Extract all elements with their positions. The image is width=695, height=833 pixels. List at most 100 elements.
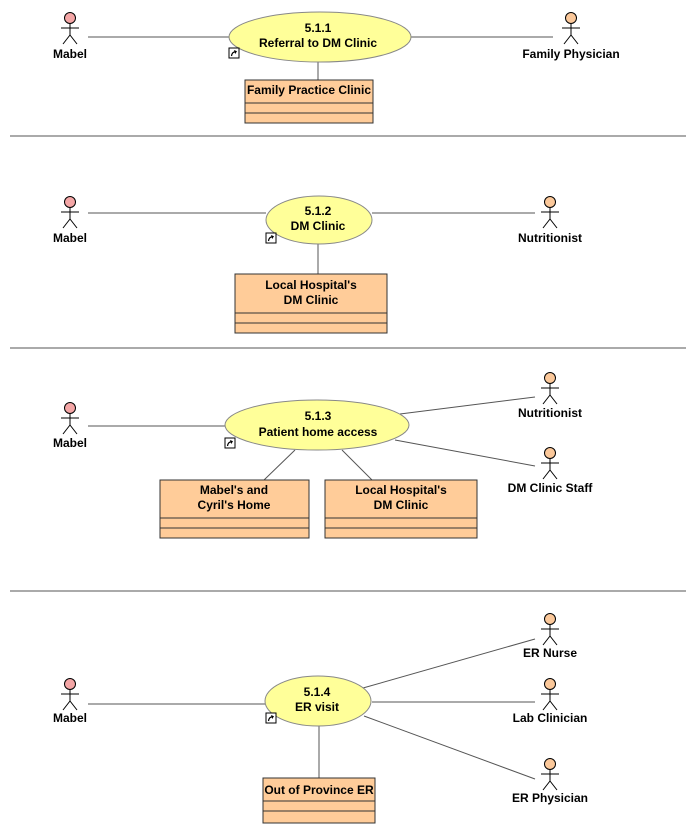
node-family-practice-clinic[interactable]: Family Practice Clinic [244, 79, 374, 124]
node-label: DM Clinic [284, 293, 339, 307]
actor-leg [62, 218, 71, 229]
stick-figure-icon [61, 12, 79, 45]
node-label: DM Clinic [374, 498, 429, 512]
actor-er-physician[interactable]: ER Physician [512, 758, 588, 806]
use-case-id: 5.1.2 [305, 204, 332, 218]
actor-leg [549, 218, 558, 229]
actor-head [64, 402, 76, 414]
stick-figure-icon [541, 372, 559, 405]
node-local-hospital-dm-clinic[interactable]: Local Hospital's DM Clinic [234, 273, 388, 334]
use-case-name: Patient home access [259, 425, 378, 439]
node-label: Out of Province ER [264, 783, 374, 797]
actor-head [544, 678, 556, 690]
actor-dm-clinic-staff[interactable]: DM Clinic Staff [508, 447, 594, 496]
node-label: Mabel's and [200, 483, 268, 497]
actor-family-physician[interactable]: Family Physician [522, 12, 620, 62]
actor-label: Mabel [53, 711, 87, 725]
use-case-ellipse [224, 399, 410, 451]
actor-mabel[interactable]: Mabel [53, 402, 87, 451]
actor-leg [542, 218, 551, 229]
link-arrow-icon[interactable] [265, 232, 277, 244]
association-line [399, 396, 536, 415]
link-arrow-icon[interactable] [224, 437, 236, 449]
link-icon-frame [265, 712, 277, 724]
use-case-referral-to-dm-clinic[interactable]: 5.1.1 Referral to DM Clinic [228, 11, 412, 63]
link-arrow-icon[interactable] [265, 712, 277, 724]
association-line [363, 715, 536, 780]
link-icon-arrowhead [271, 235, 274, 239]
actor-label: Nutritionist [518, 406, 582, 420]
use-case-ellipse [228, 11, 412, 63]
actor-nutritionist[interactable]: Nutritionist [518, 372, 582, 421]
stick-figure-icon [562, 12, 580, 45]
link-icon-arrowhead [234, 50, 237, 54]
actor-leg [69, 218, 78, 229]
actor-leg [549, 394, 558, 405]
actor-lab-clinician[interactable]: Lab Clinician [513, 678, 588, 726]
actor-head [544, 758, 556, 770]
diagram-5-1-2: Mabel Nutritionist 5.1.2 DM Clinic Local… [53, 195, 582, 334]
link-arrow-icon[interactable] [228, 47, 240, 59]
actor-mabel[interactable]: Mabel [53, 12, 87, 62]
diagram-5-1-3: Mabel Nutritionist DM Clinic Staff 5.1.3… [53, 372, 594, 539]
link-icon-frame [224, 437, 236, 449]
use-case-patient-home-access[interactable]: 5.1.3 Patient home access [224, 399, 410, 451]
link-icon-arrowhead [230, 440, 233, 444]
actor-head [544, 372, 556, 384]
diagram-5-1-1: Mabel Family Physician 5.1.1 Referral to… [53, 11, 620, 124]
actor-leg [549, 700, 558, 711]
actor-label: Nutritionist [518, 231, 582, 245]
node-mabels-and-cyrils-home[interactable]: Mabel's and Cyril's Home [159, 479, 310, 539]
use-case-id: 5.1.1 [305, 21, 332, 35]
actor-leg [69, 424, 78, 435]
stick-figure-icon [541, 613, 559, 646]
stick-figure-icon [61, 678, 79, 711]
actor-head [565, 12, 577, 24]
stick-figure-icon [541, 678, 559, 711]
node-label: Local Hospital's [265, 278, 357, 292]
node-box [244, 79, 374, 124]
actor-leg [62, 424, 71, 435]
use-case-dm-clinic[interactable]: 5.1.2 DM Clinic [265, 195, 373, 245]
actor-label: Mabel [53, 231, 87, 245]
actor-leg [62, 700, 71, 711]
actor-leg [62, 34, 71, 45]
link-icon-frame [228, 47, 240, 59]
stick-figure-icon [541, 758, 559, 791]
use-case-name: ER visit [295, 700, 339, 714]
actor-label: DM Clinic Staff [508, 481, 594, 495]
actor-leg [549, 635, 558, 646]
stick-figure-icon [541, 447, 559, 480]
use-case-name: DM Clinic [291, 219, 346, 233]
actor-leg [549, 469, 558, 480]
actor-leg [570, 34, 579, 45]
actor-head [544, 613, 556, 625]
actor-leg [542, 469, 551, 480]
actor-head [64, 12, 76, 24]
actor-er-nurse[interactable]: ER Nurse [523, 613, 577, 661]
stick-figure-icon [61, 196, 79, 229]
diagram-5-1-4: Mabel ER Nurse Lab Clinician ER Physicia… [53, 613, 588, 824]
association-line [394, 439, 536, 467]
actor-nutritionist[interactable]: Nutritionist [518, 196, 582, 246]
actor-head [544, 447, 556, 459]
association-line [362, 638, 536, 689]
stick-figure-icon [541, 196, 559, 229]
node-out-of-province-er[interactable]: Out of Province ER [262, 777, 376, 824]
node-label: Family Practice Clinic [247, 83, 371, 97]
node-label: Cyril's Home [198, 498, 271, 512]
node-local-hospital-dm-clinic[interactable]: Local Hospital's DM Clinic [324, 479, 478, 539]
actor-mabel[interactable]: Mabel [53, 196, 87, 246]
actor-label: Mabel [53, 436, 87, 450]
actor-mabel[interactable]: Mabel [53, 678, 87, 726]
actor-leg [563, 34, 572, 45]
actor-leg [69, 700, 78, 711]
use-case-er-visit[interactable]: 5.1.4 ER visit [264, 675, 372, 727]
actor-label: Family Physician [522, 47, 619, 61]
actor-head [64, 196, 76, 208]
actor-label: Mabel [53, 47, 87, 61]
actor-leg [542, 635, 551, 646]
use-case-ellipse [264, 675, 372, 727]
association-line [263, 449, 296, 481]
use-case-id: 5.1.4 [304, 685, 331, 699]
